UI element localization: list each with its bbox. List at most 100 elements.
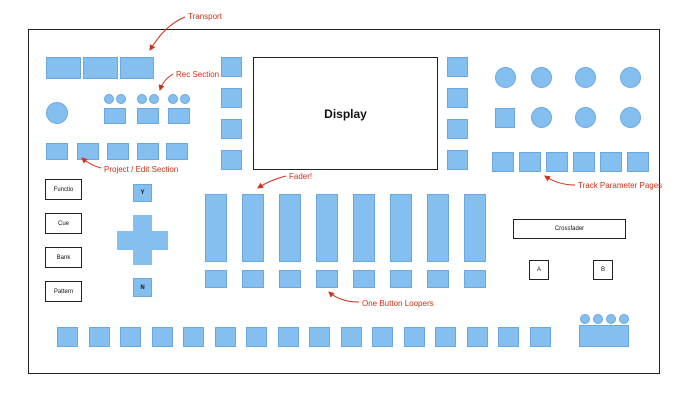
rec-small-knob-1[interactable] bbox=[104, 94, 114, 104]
step-button-3[interactable] bbox=[120, 327, 141, 347]
project-edit-button-1[interactable] bbox=[46, 143, 68, 160]
display-left-button-2[interactable] bbox=[221, 88, 242, 108]
device-outline bbox=[28, 29, 660, 374]
rec-small-knob-2[interactable] bbox=[116, 94, 126, 104]
bank-button[interactable]: Bank bbox=[45, 247, 82, 268]
mini-knob-2[interactable] bbox=[593, 314, 603, 324]
fader-8[interactable] bbox=[464, 194, 486, 262]
crossfader[interactable]: Crossfader bbox=[513, 219, 626, 239]
rec-button-1[interactable] bbox=[104, 108, 126, 124]
crossfader-a-button[interactable]: A bbox=[529, 260, 549, 280]
project-edit-button-3[interactable] bbox=[107, 143, 129, 160]
fader-2[interactable] bbox=[242, 194, 264, 262]
rec-small-knob-3[interactable] bbox=[137, 94, 147, 104]
project-edit-annotation: Project / Edit Section bbox=[104, 165, 179, 174]
param-knob-3[interactable] bbox=[575, 67, 596, 88]
step-button-14[interactable] bbox=[467, 327, 488, 347]
step-button-4[interactable] bbox=[152, 327, 173, 347]
param-square-button[interactable] bbox=[495, 108, 515, 128]
bottom-right-button[interactable] bbox=[579, 325, 629, 347]
step-button-6[interactable] bbox=[215, 327, 236, 347]
step-button-1[interactable] bbox=[57, 327, 78, 347]
crossfader-a-label: A bbox=[536, 267, 541, 273]
mini-knob-1[interactable] bbox=[580, 314, 590, 324]
step-button-9[interactable] bbox=[309, 327, 330, 347]
param-knob-5[interactable] bbox=[531, 107, 552, 128]
display-right-button-1[interactable] bbox=[447, 57, 468, 77]
looper-button-1[interactable] bbox=[205, 270, 227, 288]
pattern-button[interactable]: Pattern bbox=[45, 281, 82, 302]
param-knob-6[interactable] bbox=[575, 107, 596, 128]
fader-4[interactable] bbox=[316, 194, 338, 262]
transport-arrow bbox=[149, 16, 186, 51]
step-button-11[interactable] bbox=[372, 327, 393, 347]
yes-button[interactable]: Y bbox=[133, 184, 152, 202]
transport-button-2[interactable] bbox=[83, 57, 118, 79]
cue-button[interactable]: Cue bbox=[45, 213, 82, 234]
bank-button-label: Bank bbox=[56, 254, 71, 261]
display-left-button-3[interactable] bbox=[221, 119, 242, 139]
step-button-2[interactable] bbox=[89, 327, 110, 347]
looper-button-8[interactable] bbox=[464, 270, 486, 288]
step-button-8[interactable] bbox=[278, 327, 299, 347]
project-edit-button-2[interactable] bbox=[77, 143, 99, 160]
param-knob-7[interactable] bbox=[620, 107, 641, 128]
display: Display bbox=[253, 57, 438, 170]
param-knob-4[interactable] bbox=[620, 67, 641, 88]
display-left-button-1[interactable] bbox=[221, 57, 242, 77]
fader-7[interactable] bbox=[427, 194, 449, 262]
function-button[interactable]: Functio bbox=[45, 179, 82, 200]
cue-button-label: Cue bbox=[57, 220, 69, 227]
transport-button-1[interactable] bbox=[46, 57, 81, 79]
dpad-horizontal[interactable] bbox=[117, 231, 168, 250]
track-page-button-1[interactable] bbox=[492, 152, 514, 172]
display-right-button-2[interactable] bbox=[447, 88, 468, 108]
track-page-button-6[interactable] bbox=[627, 152, 649, 172]
rec-small-knob-5[interactable] bbox=[168, 94, 178, 104]
crossfader-b-label: B bbox=[600, 267, 605, 273]
rec-button-2[interactable] bbox=[137, 108, 159, 124]
rec-small-knob-6[interactable] bbox=[180, 94, 190, 104]
step-button-10[interactable] bbox=[341, 327, 362, 347]
mini-knob-3[interactable] bbox=[606, 314, 616, 324]
looper-button-5[interactable] bbox=[353, 270, 375, 288]
fader-6[interactable] bbox=[390, 194, 412, 262]
step-button-12[interactable] bbox=[404, 327, 425, 347]
fader-arrow bbox=[257, 175, 287, 189]
project-edit-button-4[interactable] bbox=[137, 143, 159, 160]
mini-knob-4[interactable] bbox=[619, 314, 629, 324]
looper-button-7[interactable] bbox=[427, 270, 449, 288]
display-label: Display bbox=[324, 106, 367, 121]
yes-button-label: Y bbox=[140, 190, 145, 196]
display-right-button-4[interactable] bbox=[447, 150, 468, 170]
step-button-13[interactable] bbox=[435, 327, 456, 347]
step-button-15[interactable] bbox=[498, 327, 519, 347]
track-page-button-2[interactable] bbox=[519, 152, 541, 172]
fader-5[interactable] bbox=[353, 194, 375, 262]
rec-button-3[interactable] bbox=[168, 108, 190, 124]
display-right-button-3[interactable] bbox=[447, 119, 468, 139]
param-knob-1[interactable] bbox=[495, 67, 516, 88]
looper-button-2[interactable] bbox=[242, 270, 264, 288]
no-button[interactable]: N bbox=[133, 278, 152, 297]
crossfader-b-button[interactable]: B bbox=[593, 260, 613, 280]
step-button-5[interactable] bbox=[183, 327, 204, 347]
main-knob[interactable] bbox=[46, 102, 68, 124]
looper-button-3[interactable] bbox=[279, 270, 301, 288]
track-page-button-3[interactable] bbox=[546, 152, 568, 172]
fader-3[interactable] bbox=[279, 194, 301, 262]
rec-small-knob-4[interactable] bbox=[149, 94, 159, 104]
param-knob-2[interactable] bbox=[531, 67, 552, 88]
transport-button-3[interactable] bbox=[120, 57, 154, 79]
track-pages-arrow bbox=[544, 175, 576, 186]
display-left-button-4[interactable] bbox=[221, 150, 242, 170]
track-page-button-4[interactable] bbox=[573, 152, 595, 172]
looper-button-6[interactable] bbox=[390, 270, 412, 288]
step-button-7[interactable] bbox=[246, 327, 267, 347]
project-edit-button-5[interactable] bbox=[166, 143, 188, 160]
looper-button-4[interactable] bbox=[316, 270, 338, 288]
fader-1[interactable] bbox=[205, 194, 227, 262]
track-page-button-5[interactable] bbox=[600, 152, 622, 172]
step-button-16[interactable] bbox=[530, 327, 551, 347]
